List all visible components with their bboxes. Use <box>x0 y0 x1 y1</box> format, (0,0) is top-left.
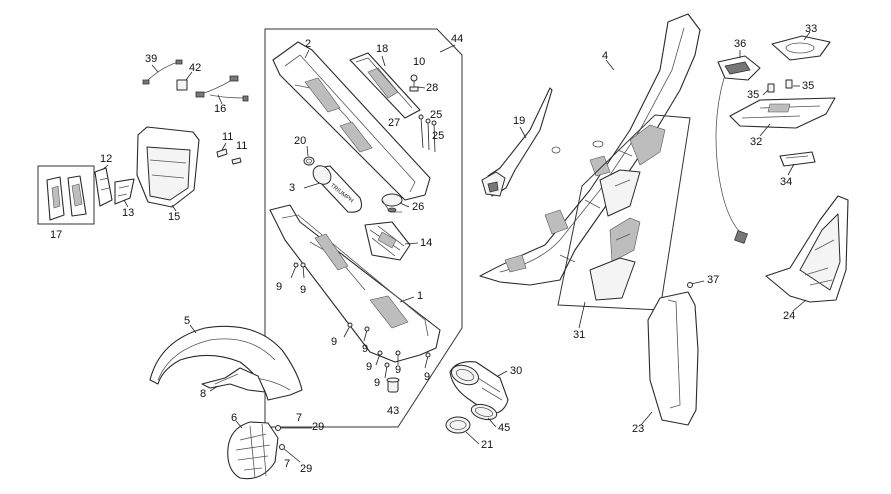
callout-36: 36 <box>734 38 747 50</box>
callout-29-a: 29 <box>312 421 325 433</box>
callout-26: 26 <box>412 201 425 213</box>
callout-20: 20 <box>294 135 307 147</box>
callout-19: 19 <box>513 115 526 127</box>
callout-30: 30 <box>510 365 523 377</box>
callout-11-a: 11 <box>222 131 234 143</box>
part-32-plate-bracket <box>729 97 836 129</box>
callout-9-d: 9 <box>362 343 369 355</box>
callout-21: 21 <box>481 439 494 451</box>
callout-25-upper: 25 <box>430 109 443 121</box>
part-1-lower-side-panel <box>269 204 441 363</box>
callout-9-b: 9 <box>300 284 307 296</box>
callout-39: 39 <box>145 53 158 65</box>
callout-23: 23 <box>632 423 645 435</box>
callout-3: 3 <box>289 182 296 194</box>
part-31-decals <box>557 114 691 311</box>
part-20-clamp <box>303 156 315 166</box>
callout-24: 24 <box>783 310 796 322</box>
part-17-plates <box>37 165 95 225</box>
callout-12: 12 <box>100 153 113 165</box>
part-34-reflector <box>779 151 816 167</box>
part-24-side-number-plate <box>765 195 849 303</box>
callout-11-b: 11 <box>236 140 248 152</box>
callout-27: 27 <box>388 117 401 129</box>
callout-34: 34 <box>780 176 793 188</box>
callout-2: 2 <box>305 38 312 50</box>
part-21-clamp <box>445 416 471 434</box>
part-45-clamp <box>470 403 498 421</box>
part-15-headlight-mask <box>136 126 200 208</box>
part-4-rear-fender <box>479 13 701 286</box>
callout-35-a: 35 <box>747 89 760 101</box>
callout-13: 13 <box>122 207 135 219</box>
part-6-disc-guard <box>227 421 279 480</box>
callout-6: 6 <box>231 412 238 424</box>
part-5-front-fender <box>149 325 303 401</box>
callout-5: 5 <box>184 315 191 327</box>
callout-33: 33 <box>805 23 818 35</box>
callout-25-lower: 25 <box>432 130 445 142</box>
part-25-bolts <box>425 118 437 153</box>
part-27-bolt <box>418 114 424 149</box>
part-10-screw <box>410 74 418 88</box>
screws-9 <box>290 262 431 379</box>
callout-15: 15 <box>168 211 181 223</box>
part-12-side-plate <box>94 167 113 207</box>
callout-42: 42 <box>189 62 202 74</box>
callout-14: 14 <box>420 237 433 249</box>
part-33-tail-bezel <box>771 35 831 61</box>
part-13-side-plate <box>114 178 135 205</box>
part-30-intake-boot <box>449 361 509 415</box>
part-16-wiring <box>195 75 249 102</box>
part-11-clips <box>216 148 242 165</box>
callout-9-h: 9 <box>424 371 431 383</box>
callout-32: 32 <box>750 136 763 148</box>
part-19-mud-flap <box>481 87 553 197</box>
callout-16: 16 <box>214 103 227 115</box>
callout-17: 17 <box>50 229 63 241</box>
callout-4: 4 <box>602 50 609 62</box>
callout-10: 10 <box>413 56 426 68</box>
part-43-grommet <box>386 377 400 393</box>
callout-9-e: 9 <box>366 361 373 373</box>
part-18-airbox-cover <box>349 52 421 119</box>
part-3-air-filter: TRIUMPH <box>312 165 363 213</box>
callout-7-a: 7 <box>296 412 303 424</box>
callout-18: 18 <box>376 43 389 55</box>
part-26-filter-cage <box>381 193 403 213</box>
callout-7-b: 7 <box>284 458 291 470</box>
parts-7-29-bolts <box>275 425 312 463</box>
part-28-clip <box>409 86 419 92</box>
part-36-tail-light <box>715 55 761 244</box>
callout-45: 45 <box>498 422 511 434</box>
callout-44: 44 <box>451 33 464 45</box>
part-2-side-panel <box>272 41 431 201</box>
callout-29-b: 29 <box>300 463 313 475</box>
part-14-filter-support <box>364 221 411 261</box>
part-42-connector <box>176 79 188 91</box>
callout-43: 43 <box>387 405 400 417</box>
part-39-wiring <box>142 59 183 85</box>
callout-31: 31 <box>573 329 586 341</box>
callout-1: 1 <box>417 290 424 302</box>
callout-8: 8 <box>200 388 207 400</box>
callout-9-c: 9 <box>331 336 338 348</box>
callout-37: 37 <box>707 274 720 286</box>
callout-9-a: 9 <box>276 281 283 293</box>
callout-9-f: 9 <box>374 377 381 389</box>
callout-9-g: 9 <box>395 364 402 376</box>
part-35-bolts <box>767 79 793 93</box>
part-23-rear-guard <box>647 291 699 426</box>
callout-35-b: 35 <box>802 80 815 92</box>
callout-28: 28 <box>426 82 439 94</box>
part-37-bolt <box>687 280 705 288</box>
callout-leaders <box>101 31 811 445</box>
